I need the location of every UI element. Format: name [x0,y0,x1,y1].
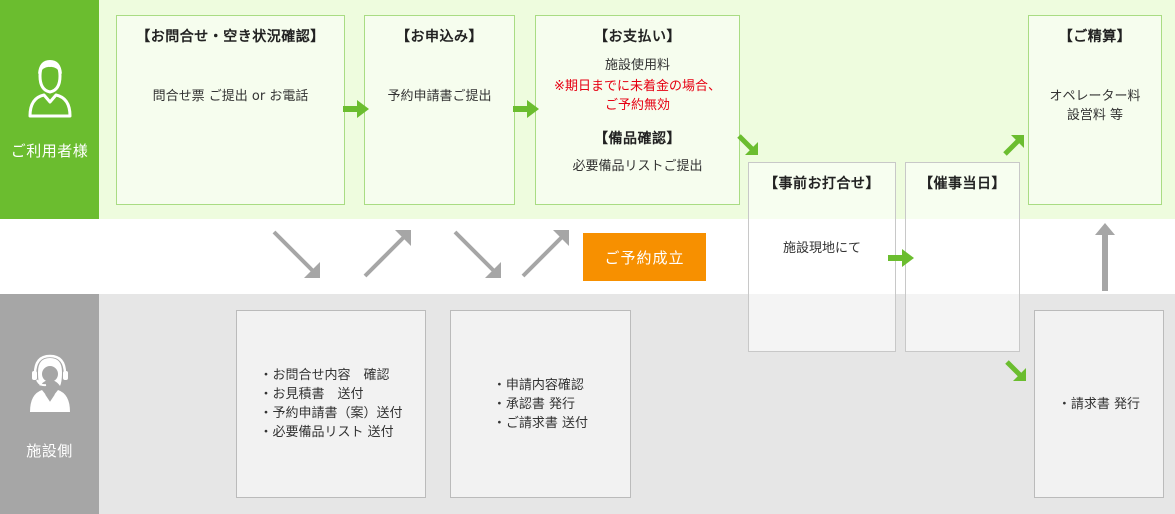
step-settlement-body-line1: オペレーター料 [1049,89,1141,104]
step-settlement-body-line2: 設営料 等 [1066,108,1124,123]
arrow-down-right-icon [737,134,758,155]
step-event-day: 【催事当日】 [905,162,1020,352]
list-item: ・お問合せ内容 確認 [259,368,390,383]
step-application-title: 【お申込み】 [396,29,483,45]
arrow-up-right-icon [363,230,411,278]
step-equipment-title: 【備品確認】 [594,131,681,147]
facility-step-2: ・申請内容確認 ・承認書 発行 ・ご請求書 送付 [450,310,631,498]
arrow-right-icon [343,100,369,118]
step-pre-meeting-body: 施設現地にて [782,241,861,256]
arrow-up-icon [1095,223,1115,291]
step-payment-body: 施設使用料 [604,58,670,73]
arrow-right-icon [513,100,539,118]
step-settlement: 【ご精算】 オペレーター料 設営料 等 [1028,15,1162,205]
payment-warning-line2: ご予約無効 [604,98,670,113]
step-event-day-title: 【催事当日】 [919,176,1006,192]
facility-step-1: ・お問合せ内容 確認 ・お見積書 送付 ・予約申請書（案）送付 ・必要備品リスト… [236,310,426,498]
list-item: ・お見積書 送付 [259,387,364,402]
facility-step-3: ・請求書 発行 [1034,310,1164,498]
payment-warning-line1: ※期日までに未着金の場合、 [554,79,721,94]
facility-step-1-list: ・お問合せ内容 確認 ・お見積書 送付 ・予約申請書（案）送付 ・必要備品リスト… [259,366,402,442]
list-item: ・ご請求書 送付 [492,415,589,431]
user-role-label: ご利用者様 [10,142,89,160]
step-application: 【お申込み】 予約申請書ご提出 [364,15,515,205]
facility-step-2-list: ・申請内容確認 ・承認書 発行 ・ご請求書 送付 [493,376,588,433]
step-payment: 【お支払い】 施設使用料 ※期日までに未着金の場合、 ご予約無効 【備品確認】 … [535,15,740,205]
list-item: ・必要備品リスト 送付 [259,425,394,440]
list-item: ・請求書 発行 [1057,396,1141,412]
step-inquiry-title: 【お問合せ・空き状況確認】 [136,29,325,45]
arrow-down-right-icon [1005,360,1026,381]
step-equipment-body: 必要備品リストご提出 [572,159,703,174]
arrow-down-right-icon [272,230,320,278]
step-pre-meeting-title: 【事前お打合せ】 [764,176,880,192]
reservation-confirmed-badge: ご予約成立 [583,233,706,281]
step-settlement-title: 【ご精算】 [1058,29,1132,45]
step-pre-meeting: 【事前お打合せ】 施設現地にて [748,162,896,352]
person-icon [28,60,71,118]
list-item: ・予約申請書（案）送付 [259,406,403,421]
facility-step-3-list: ・請求書 発行 [1058,395,1140,414]
arrow-down-right-icon [453,230,501,278]
list-item: ・申請内容確認 [492,377,584,393]
arrow-up-right-icon [1003,135,1024,156]
arrow-up-right-icon [521,230,569,278]
list-item: ・承認書 発行 [492,396,576,412]
facility-role-panel: 施設側 [0,294,99,514]
arrow-right-icon [888,249,914,267]
step-inquiry: 【お問合せ・空き状況確認】 問合せ票 ご提出 or お電話 [116,15,345,205]
facility-role-label: 施設側 [26,442,73,460]
step-application-body: 予約申請書ご提出 [387,89,492,104]
step-payment-title: 【お支払い】 [594,29,681,45]
user-role-panel: ご利用者様 [0,0,99,219]
step-inquiry-body: 問合せ票 ご提出 or お電話 [152,89,309,104]
operator-headset-icon [29,354,70,412]
